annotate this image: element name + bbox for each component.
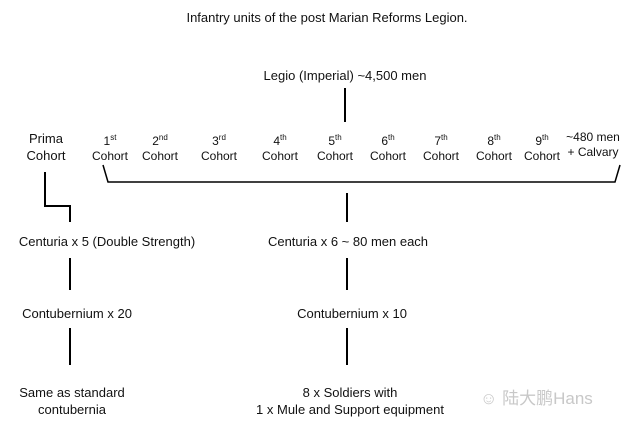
right-contubernium-node: Contubernium x 10 xyxy=(297,306,407,321)
cohort-text: Cohort xyxy=(475,149,513,163)
cavalry-line1: ~480 men xyxy=(566,130,620,144)
cohort-text: Cohort xyxy=(91,149,129,163)
prima-line xyxy=(44,172,71,222)
left-soldiers-line2: contubernia xyxy=(38,402,106,417)
cohort-text: th xyxy=(542,133,549,142)
cohort-text: 7 xyxy=(434,134,441,148)
cohort-text: th xyxy=(335,133,342,142)
cohort-text: rd xyxy=(218,133,226,142)
prima-line1: Prima xyxy=(29,131,63,146)
cohort-text: Cohort xyxy=(369,149,407,163)
cohort-text: Cohort xyxy=(422,149,460,163)
cohort-text: 5 xyxy=(328,134,335,148)
cohort-text: th xyxy=(280,133,287,142)
cohort-text: 8 xyxy=(487,134,494,148)
watermark: ☺ 陆大鹏Hans xyxy=(480,384,593,409)
watermark-text: 陆大鹏Hans xyxy=(502,389,593,408)
cohort-text: th xyxy=(441,133,448,142)
cohort-text: Cohort xyxy=(200,149,238,163)
cohort-text: Cohort xyxy=(523,149,561,163)
cohort-text: Cohort xyxy=(316,149,354,163)
cavalry-line2: + Calvary xyxy=(567,145,619,159)
left-soldiers-line1: Same as standard xyxy=(19,385,125,400)
cohort-text: 9 xyxy=(535,134,542,148)
cohort-text: nd xyxy=(158,133,168,142)
cohort-text: 6 xyxy=(381,134,388,148)
cohort-bracket xyxy=(102,164,621,183)
cohort-text: 1 xyxy=(103,134,111,148)
diagram-title: Infantry units of the post Marian Reform… xyxy=(186,10,468,25)
wechat-icon: ☺ xyxy=(480,389,498,408)
right-soldiers-node: 8 x Soldiers with 1 x Mule and Support eq… xyxy=(256,384,444,418)
cohort-text: th xyxy=(388,133,395,142)
prima-line2: Cohort xyxy=(26,148,66,163)
cohort-text: 3 xyxy=(212,134,219,148)
cohort-text: st xyxy=(110,133,117,142)
cohort-text: Cohort xyxy=(261,149,299,163)
legio-node: Legio (Imperial) ~4,500 men xyxy=(263,68,427,83)
left-soldiers-node: Same as standard contubernia xyxy=(19,384,125,418)
left-contubernium-node: Contubernium x 20 xyxy=(22,306,132,321)
right-soldiers-line1: 8 x Soldiers with xyxy=(302,385,398,400)
cohort-text: th xyxy=(494,133,501,142)
cohort-text: 2 xyxy=(152,134,159,148)
cohort-text: Cohort xyxy=(141,149,179,163)
cohort-text: 4 xyxy=(273,134,280,148)
cavalry-node: ~480 men+ Calvary xyxy=(566,130,620,160)
right-centuria-node: Centuria x 6 ~ 80 men each xyxy=(267,234,429,249)
left-centuria-node: Centuria x 5 (Double Strength) xyxy=(18,234,196,249)
right-soldiers-line2: 1 x Mule and Support equipment xyxy=(256,402,444,417)
